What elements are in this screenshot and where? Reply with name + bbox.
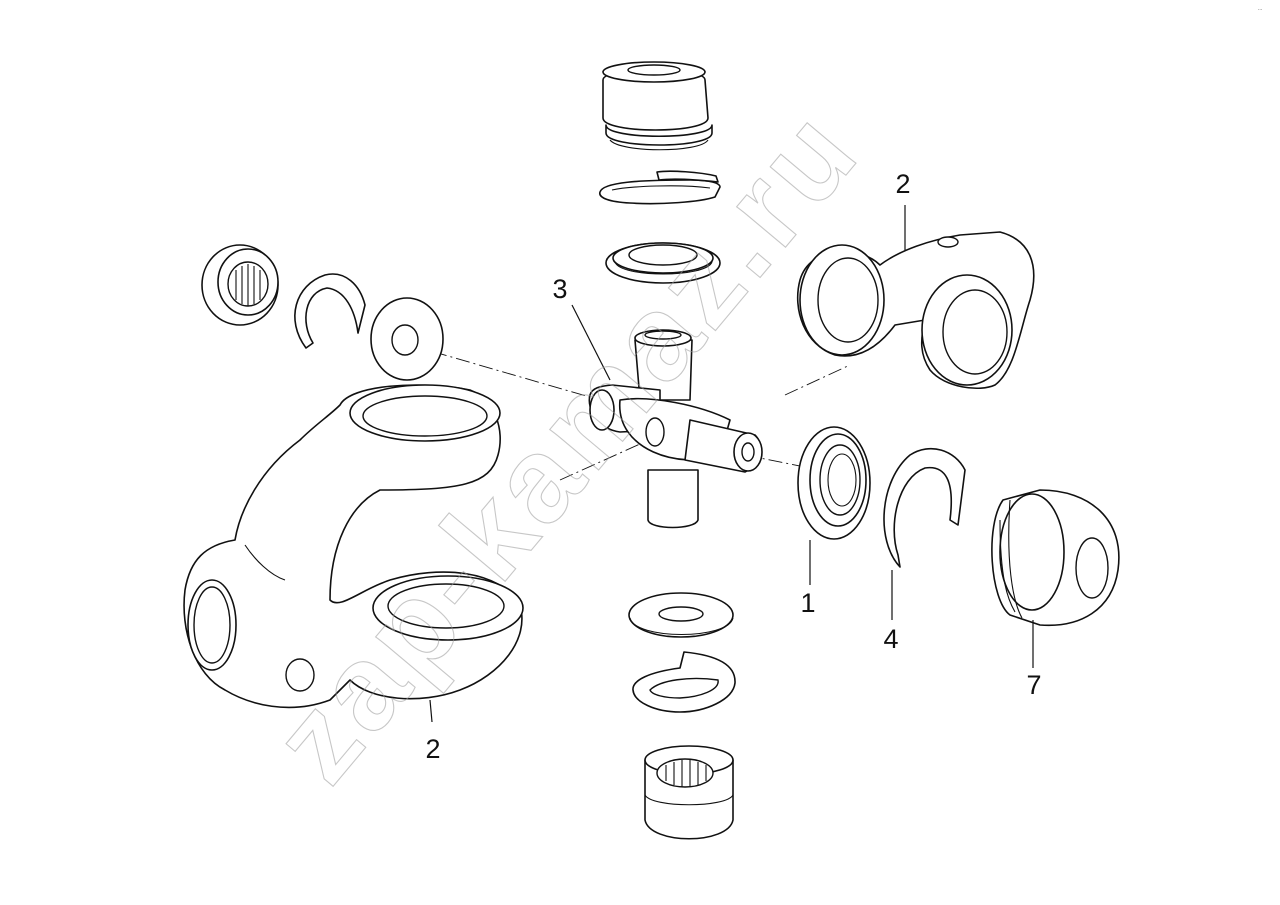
callout-4: 4 [883,624,898,654]
left-snap-ring [294,273,366,349]
top-bearing-cup [602,61,713,151]
right-bearing-cup [991,489,1120,627]
left-bearing-cup [201,244,279,326]
callout-3: 3 [552,274,567,304]
callout-1: 1 [800,588,815,618]
right-snap-ring [883,447,966,568]
callout-2-left: 2 [425,734,440,764]
right-yoke [796,231,1035,390]
bottom-washer [628,592,734,638]
bottom-bearing-cup [644,745,734,840]
top-seal [605,242,721,284]
corner-code: ... [1258,6,1262,12]
callout-7: 7 [1026,670,1041,700]
right-seal [797,426,871,540]
leader-lines [429,205,1034,723]
left-yoke [183,384,524,709]
bottom-snap-ring [632,651,736,713]
left-washer [370,297,444,381]
spider-cross [588,329,763,529]
callout-2-right: 2 [895,169,910,199]
top-snap-ring [599,170,721,205]
